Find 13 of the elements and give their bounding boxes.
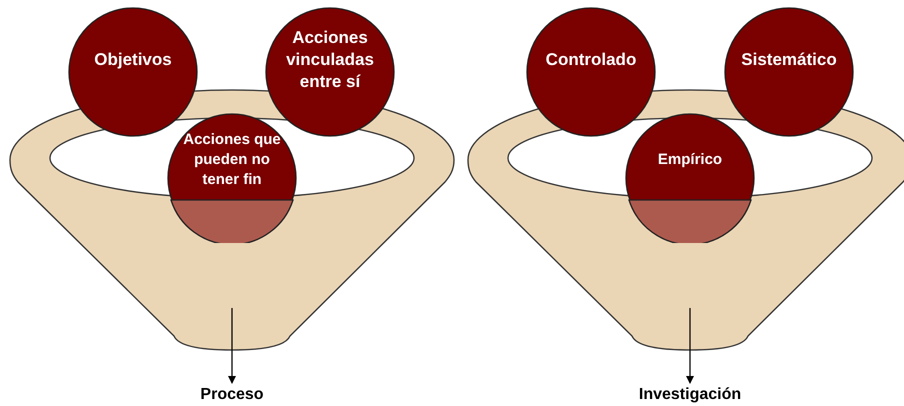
node-label: Acciones que pueden no tener fin <box>182 130 282 190</box>
circle-node <box>724 7 854 137</box>
arrow <box>228 308 236 384</box>
circle-node <box>265 7 395 137</box>
node-label: Controlado <box>546 49 636 71</box>
arrow <box>686 308 694 384</box>
circle-node <box>526 7 656 137</box>
output-label: Investigación <box>600 384 780 406</box>
node-label: Sistemático <box>741 49 837 71</box>
output-label: Proceso <box>172 384 292 406</box>
node-label: Objetivos <box>94 49 172 71</box>
node-label: Empírico <box>656 150 724 170</box>
node-label: Acciones vinculadas entre sí <box>285 27 375 93</box>
